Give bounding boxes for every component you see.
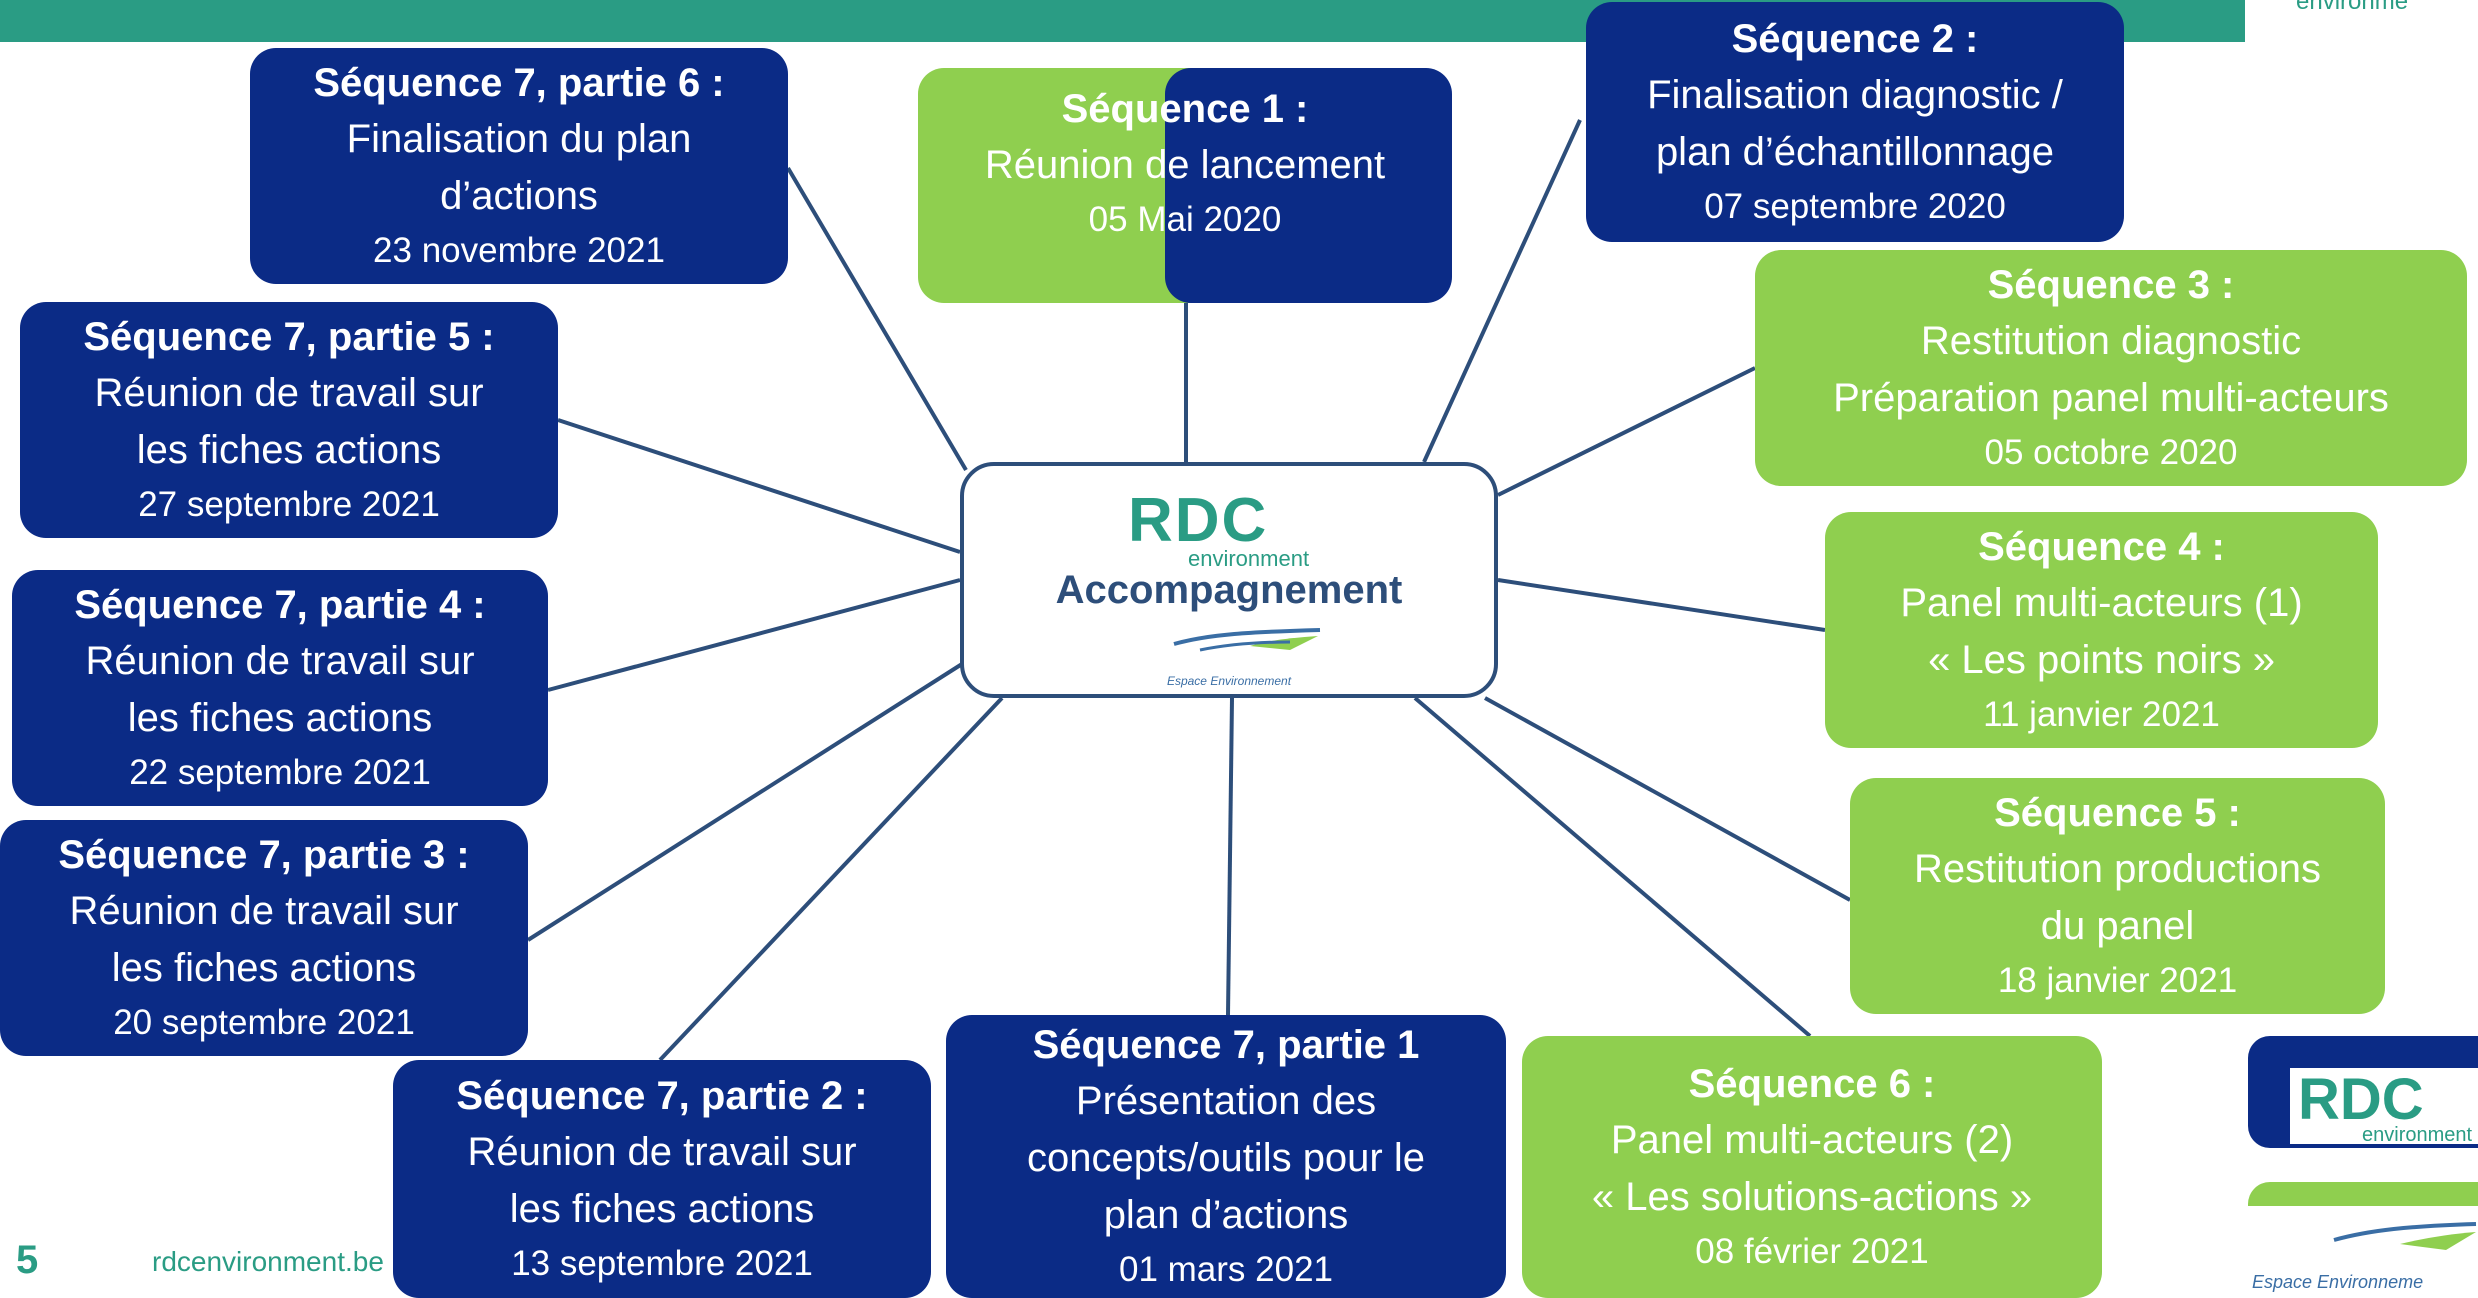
sequence-7-part-1-line-1: Présentation des [1075, 1079, 1377, 1123]
top-right-logo-fragment: environme [2282, 0, 2478, 22]
sequence-7-part-4-line-1: Réunion de travail sur [85, 639, 475, 683]
rdc-corner-logo-background [2290, 1068, 2478, 1144]
sequence-6-line-2: « Les solutions-actions » [1591, 1175, 2033, 1219]
sequence-3-line-2: Préparation panel multi-acteurs [1833, 376, 2389, 420]
sequence-5-box: Séquence 5 : Restitution productions du … [1850, 778, 2385, 1014]
sequence-4-line-1: Panel multi-acteurs (1) [1900, 581, 2303, 625]
sequence-4-date: 11 janvier 2021 [1983, 695, 2220, 734]
sequence-5-date: 18 janvier 2021 [1997, 961, 2238, 1000]
sequence-7-part-5-line-2: les fiches actions [136, 428, 442, 472]
sequence-3-title: Séquence 3 : [1987, 263, 2235, 307]
sequence-3-date: 05 octobre 2020 [1984, 433, 2238, 472]
sequence-7-part-3-line-2: les fiches actions [111, 946, 417, 990]
partner-caption: Espace Environnement [1166, 674, 1292, 688]
connector-s73 [526, 662, 964, 942]
connector-s3 [1497, 366, 1756, 497]
sequence-7-part-1-line-2: concepts/outils pour le [1026, 1136, 1425, 1180]
sequence-7-part-3-box: Séquence 7, partie 3 : Réunion de travai… [0, 820, 528, 1056]
connector-s76 [786, 166, 968, 472]
sequence-7-part-6-title: Séquence 7, partie 6 : [313, 61, 725, 105]
sequence-7-part-5-box: Séquence 7, partie 5 : Réunion de travai… [20, 302, 558, 538]
sequence-4-line-2: « Les points noirs » [1928, 638, 2275, 682]
sequence-2-title: Séquence 2 : [1731, 17, 1979, 61]
connector-s71 [1226, 697, 1234, 1016]
sequence-7-part-2-line-1: Réunion de travail sur [467, 1130, 857, 1174]
sequence-7-part-3-date: 20 septembre 2021 [113, 1003, 415, 1042]
sequence-7-part-6-date: 23 novembre 2021 [373, 231, 665, 270]
sequence-4-title: Séquence 4 : [1978, 525, 2225, 569]
website-link[interactable]: rdcenvironment.be [152, 1246, 384, 1277]
sequence-7-part-6-line-1: Finalisation du plan [346, 117, 692, 161]
sequence-7-part-5-line-1: Réunion de travail sur [94, 371, 484, 415]
center-title: Accompagnement [1055, 568, 1403, 612]
sequence-2-date: 07 septembre 2020 [1704, 187, 2006, 226]
connector-s5 [1484, 696, 1851, 902]
connector-s2 [1422, 119, 1582, 463]
sequence-7-part-2-box: Séquence 7, partie 2 : Réunion de travai… [393, 1060, 931, 1298]
connector-s4 [1497, 578, 1826, 632]
sequence-6-title: Séquence 6 : [1688, 1062, 1936, 1106]
sequence-7-part-2-title: Séquence 7, partie 2 : [456, 1074, 868, 1118]
sequence-4-box: Séquence 4 : Panel multi-acteurs (1) « L… [1825, 512, 2378, 748]
sequence-6-line-1: Panel multi-acteurs (2) [1610, 1118, 2014, 1162]
rdc-logo: RDC [1128, 486, 1269, 555]
center-node: RDC environment Accompagnement Espace En… [960, 462, 1498, 698]
top-right-logo-text: environme [2296, 0, 2409, 15]
sequence-7-part-4-box: Séquence 7, partie 4 : Réunion de travai… [12, 570, 548, 806]
sequence-6-date: 08 février 2021 [1695, 1232, 1929, 1271]
sequence-7-part-5-title: Séquence 7, partie 5 : [83, 315, 495, 359]
sequence-1-text: Séquence 1 : Réunion de lancement 05 Mai… [918, 68, 1452, 258]
sequence-1-overlay-shape [1165, 68, 1452, 303]
sequence-3-line-1: Restitution diagnostic [1920, 319, 2302, 363]
espace-corner-caption: Espace Environneme [2252, 1272, 2424, 1292]
sequence-7-part-1-line-3: plan d’actions [1103, 1193, 1349, 1237]
sequence-7-part-1-box: Séquence 7, partie 1 Présentation des co… [946, 1015, 1506, 1298]
rdc-logo-subtitle: environment [1188, 546, 1310, 571]
sequence-7-part-1-title: Séquence 7, partie 1 [1032, 1023, 1420, 1067]
sequence-7-part-2-line-2: les fiches actions [509, 1187, 815, 1231]
page-number: 5 [16, 1238, 39, 1282]
connector-s6 [1413, 696, 1812, 1038]
sequence-5-line-1: Restitution productions [1914, 847, 2321, 891]
sequence-1-line-1: Réunion de lancement [984, 142, 1386, 187]
sequence-3-box: Séquence 3 : Restitution diagnostic Prép… [1755, 250, 2467, 486]
connector-s74 [547, 578, 961, 692]
sequence-2-line-2: plan d’échantillonnage [1655, 130, 2055, 174]
sequence-2-line-1: Finalisation diagnostic / [1647, 73, 2063, 117]
connector-s72 [658, 696, 1004, 1062]
sequence-7-part-4-title: Séquence 7, partie 4 : [74, 583, 486, 627]
espace-corner-swoosh-icon [2333, 1222, 2477, 1250]
sequence-5-line-2: du panel [2040, 904, 2195, 948]
sequence-7-part-3-title: Séquence 7, partie 3 : [58, 833, 470, 877]
sequence-7-part-1-date: 01 mars 2021 [1118, 1250, 1334, 1289]
sequence-7-part-2-date: 13 septembre 2021 [511, 1244, 813, 1283]
connector-s75 [557, 418, 961, 554]
sequence-2-box: Séquence 2 : Finalisation diagnostic / p… [1586, 2, 2124, 242]
sequence-5-title: Séquence 5 : [1994, 791, 2241, 835]
rdc-corner-logo-subtitle: environment [2362, 1124, 2473, 1146]
sequence-7-part-6-box: Séquence 7, partie 6 : Finalisation du p… [250, 48, 788, 284]
espace-corner-logo-background [2248, 1206, 2478, 1298]
sequence-1-title: Séquence 1 : [1061, 86, 1309, 131]
sequence-1-date: 05 Mai 2020 [1088, 199, 1282, 239]
espace-environnement-swoosh-icon [1173, 628, 1321, 652]
sequence-7-part-5-date: 27 septembre 2021 [138, 485, 440, 524]
sequence-7-part-4-line-2: les fiches actions [127, 696, 433, 740]
sequence-7-part-4-date: 22 septembre 2021 [129, 753, 431, 792]
sequence-6-box: Séquence 6 : Panel multi-acteurs (2) « L… [1522, 1036, 2102, 1298]
sequence-7-part-6-line-2: d’actions [440, 174, 598, 218]
sequence-7-part-3-line-1: Réunion de travail sur [69, 889, 459, 933]
rdc-corner-logo: RDC [2298, 1067, 2424, 1132]
